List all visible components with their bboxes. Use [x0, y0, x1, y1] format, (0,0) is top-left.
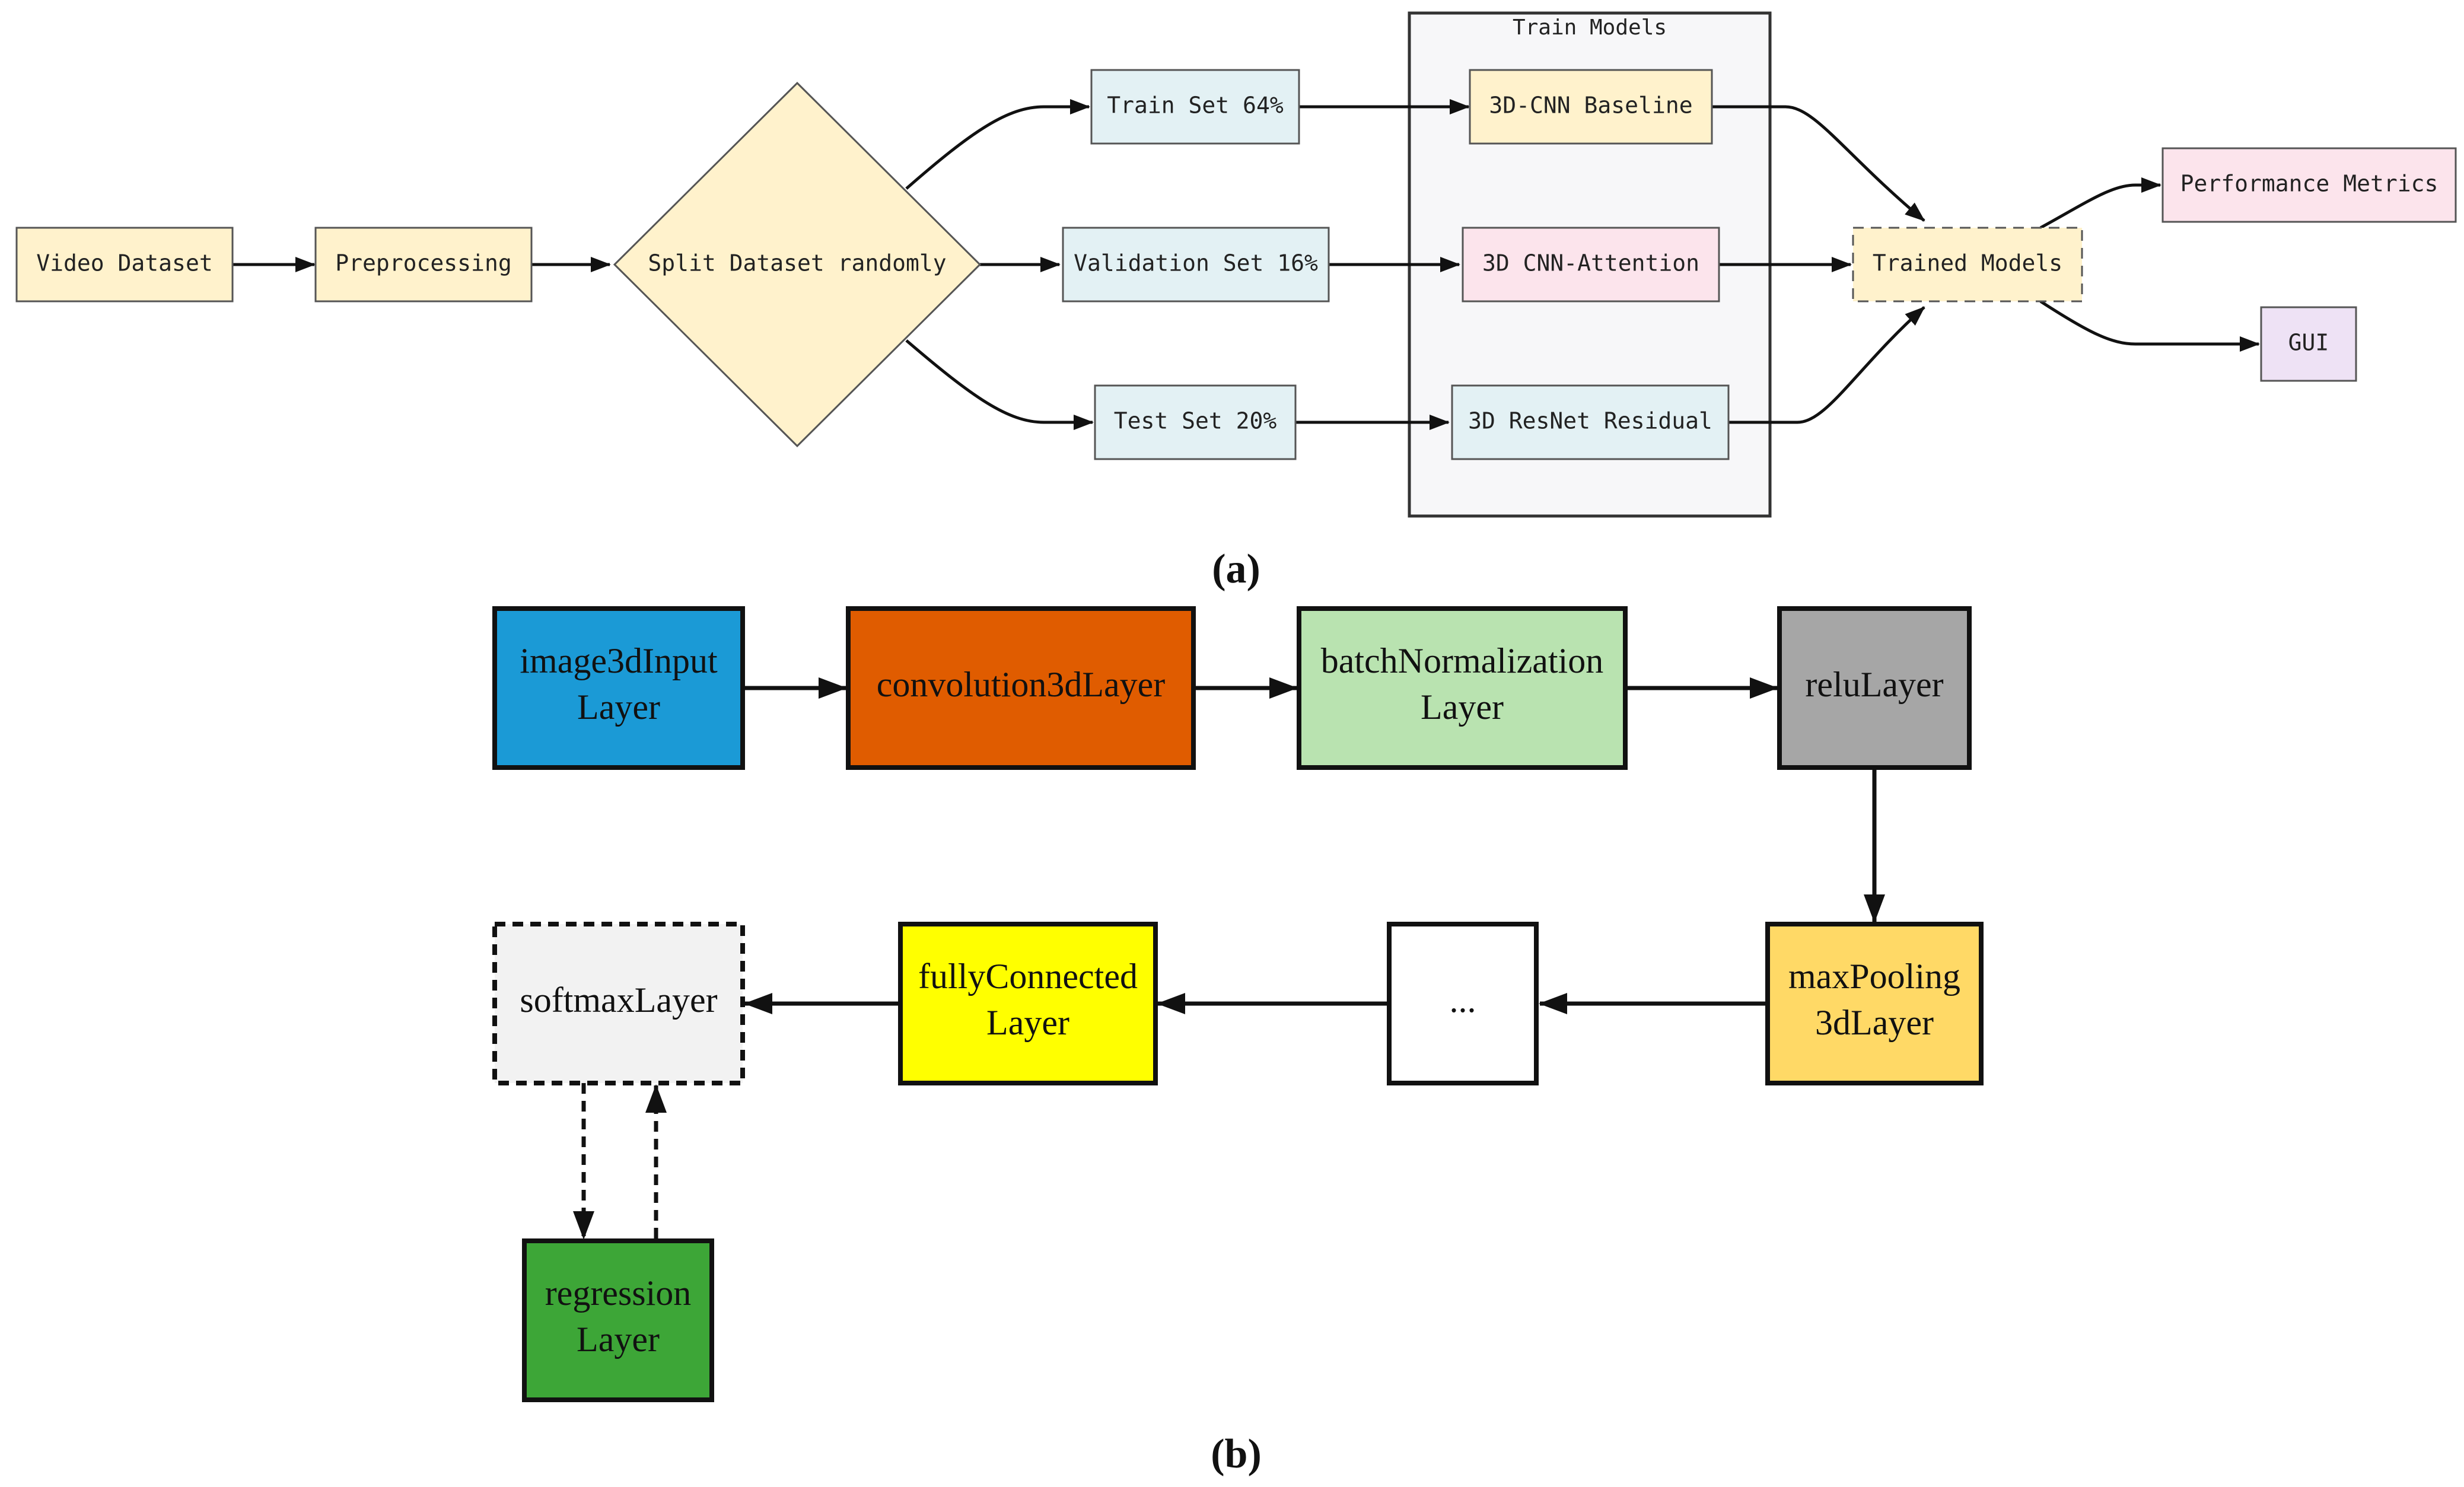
node-trained-models: Trained Models: [1852, 227, 2083, 303]
panel-a-edges: [233, 99, 2260, 430]
train-models-title: Train Models: [1513, 15, 1667, 40]
node-convolution3d-layer-label: convolution3dLayer: [877, 665, 1166, 704]
edge-baseline-to-trained: [1712, 105, 1925, 222]
node-maxpooling3d-layer-line2: 3dLayer: [1815, 1003, 1934, 1042]
caption-b: (b): [1211, 1431, 1262, 1477]
node-split-dataset: Split Dataset randomly: [613, 81, 982, 448]
node-3d-cnn-attention-label: 3D CNN-Attention: [1482, 250, 1699, 276]
node-regression-layer-line2: Layer: [577, 1320, 660, 1359]
node-maxpooling3d-layer: maxPooling 3dLayer: [1765, 922, 1984, 1085]
node-video-dataset-label: Video Dataset: [36, 250, 212, 276]
node-convolution3d-layer: convolution3dLayer: [846, 606, 1196, 770]
edge-split-to-train: [905, 99, 1090, 190]
node-split-dataset-label: Split Dataset randomly: [648, 250, 946, 276]
node-ellipsis: ...: [1387, 922, 1539, 1085]
node-3d-cnn-baseline-label: 3D-CNN Baseline: [1489, 93, 1692, 119]
node-train-set: Train Set 64%: [1090, 69, 1300, 145]
node-relu-layer-label: reluLayer: [1805, 665, 1943, 704]
node-gui-label: GUI: [2288, 330, 2329, 356]
node-batchnormalization-layer: batchNormalization Layer: [1297, 606, 1628, 770]
node-3d-cnn-baseline: 3D-CNN Baseline: [1469, 69, 1713, 145]
node-trained-models-label: Trained Models: [1873, 250, 2062, 276]
edge-split-to-test: [905, 339, 1094, 430]
edge-resnet-to-trained: [1728, 306, 1925, 424]
node-performance-metrics: Performance Metrics: [2161, 147, 2457, 223]
node-image3d-input-layer: image3dInput Layer: [492, 606, 745, 770]
node-maxpooling3d-layer-line1: maxPooling: [1788, 957, 1960, 996]
node-performance-metrics-label: Performance Metrics: [2180, 171, 2438, 197]
edge-trained-to-gui: [2039, 300, 2260, 352]
node-regression-layer-line1: regression: [545, 1273, 692, 1313]
node-validation-set: Validation Set 16%: [1062, 227, 1330, 303]
node-softmax-layer: softmaxLayer: [492, 922, 745, 1085]
panel-b: image3dInput Layer convolution3dLayer ba…: [492, 606, 1984, 1477]
node-relu-layer: reluLayer: [1777, 606, 1972, 770]
node-preprocessing-label: Preprocessing: [335, 250, 511, 276]
node-preprocessing: Preprocessing: [314, 227, 533, 303]
node-fullyconnected-layer-line1: fullyConnected: [918, 957, 1138, 996]
node-3d-resnet-residual-label: 3D ResNet Residual: [1468, 408, 1712, 434]
node-regression-layer: regression Layer: [522, 1238, 714, 1402]
node-gui: GUI: [2260, 306, 2357, 382]
node-ellipsis-label: ...: [1450, 980, 1476, 1020]
node-softmax-layer-label: softmaxLayer: [520, 980, 717, 1020]
node-batchnormalization-layer-line2: Layer: [1421, 687, 1504, 727]
node-image3d-input-layer-line2: Layer: [577, 687, 660, 727]
edge-trained-to-metrics: [2039, 177, 2161, 230]
node-fullyconnected-layer-line2: Layer: [986, 1003, 1069, 1042]
node-test-set: Test Set 20%: [1094, 384, 1297, 460]
node-video-dataset: Video Dataset: [15, 227, 234, 303]
node-3d-resnet-residual: 3D ResNet Residual: [1451, 384, 1730, 460]
node-validation-set-label: Validation Set 16%: [1074, 250, 1318, 276]
panel-b-edges: [573, 677, 1885, 1240]
panel-a: Train Models Video Dataset Preprocessing: [15, 11, 2457, 592]
node-fullyconnected-layer: fullyConnected Layer: [898, 922, 1158, 1085]
node-test-set-label: Test Set 20%: [1114, 408, 1277, 434]
node-batchnormalization-layer-line1: batchNormalization: [1321, 641, 1603, 680]
node-3d-cnn-attention: 3D CNN-Attention: [1462, 227, 1720, 303]
node-train-set-label: Train Set 64%: [1107, 93, 1284, 119]
caption-a: (a): [1212, 546, 1260, 592]
node-image3d-input-layer-line1: image3dInput: [520, 641, 718, 680]
